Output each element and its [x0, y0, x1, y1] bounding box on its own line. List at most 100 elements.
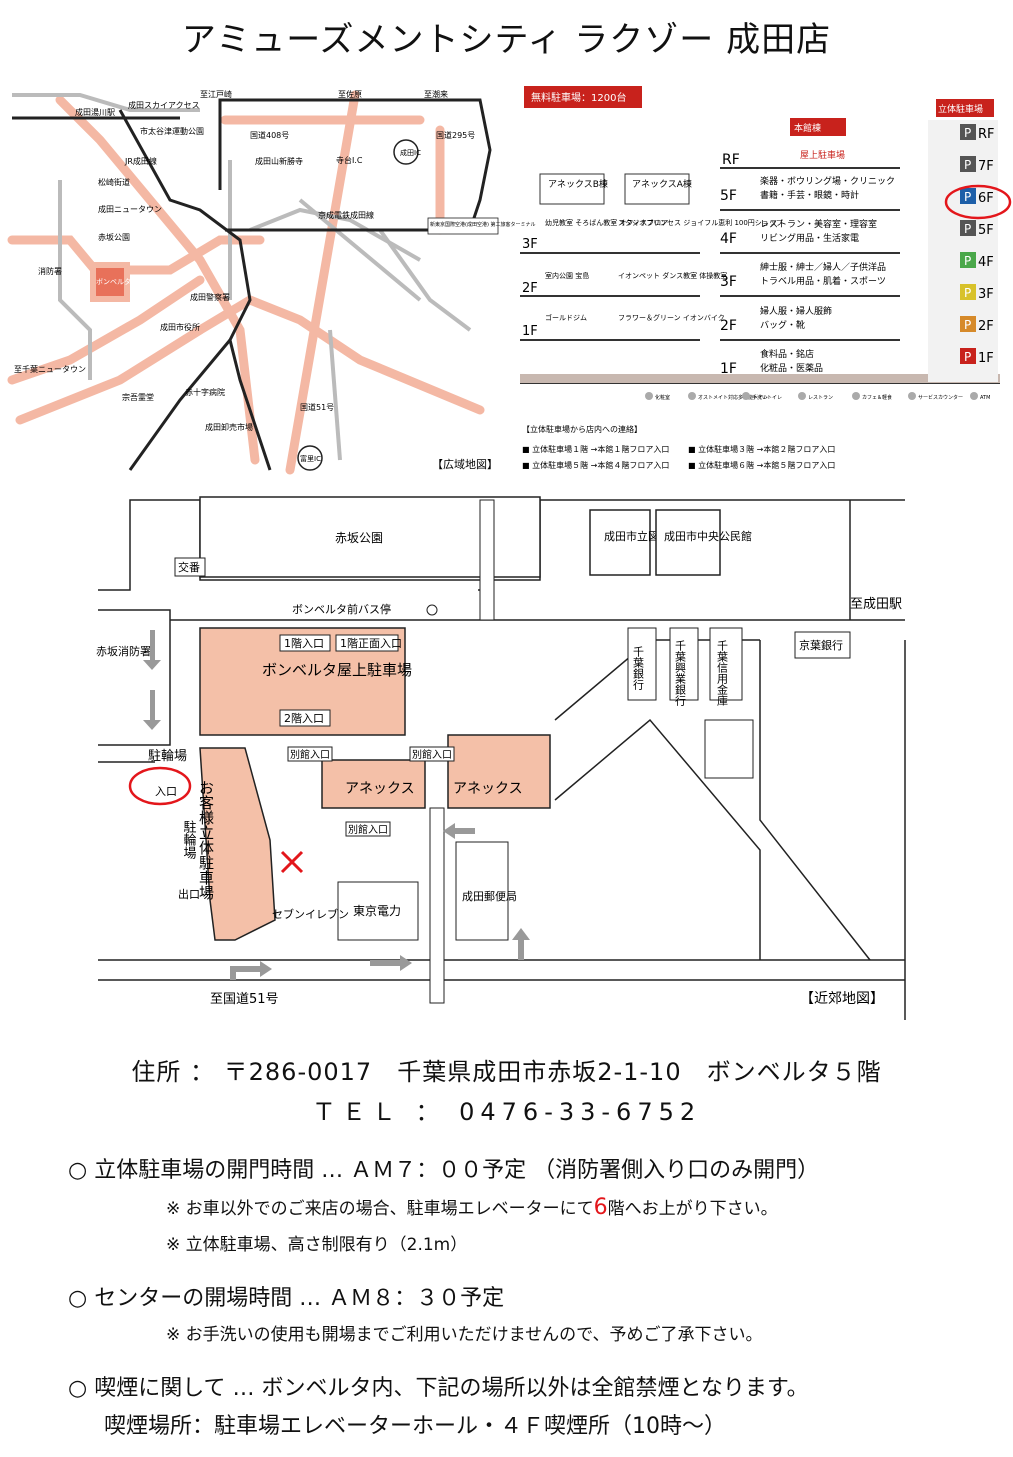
links-title: 【立体駐車場から店内への連絡】	[522, 424, 642, 434]
parking-p-7F	[960, 156, 976, 172]
link-2: ■ 立体駐車場５階 →本館４階フロア入口	[522, 460, 669, 470]
wide-map-legend: 【広域地図】	[432, 458, 498, 471]
honkan-label: 本館棟	[794, 122, 821, 134]
wide-label-matsudo: 松崎街道	[98, 177, 130, 187]
wide-label-shiyakusho: 成田市役所	[160, 322, 200, 332]
parking-p-1F	[960, 348, 976, 364]
near-tepco: 東京電力	[353, 904, 401, 918]
note-toilet: ※ お手洗いの使用も開場までご利用いただけませんので、予めご了承下さい。	[166, 1325, 763, 1345]
near-annex1: アネックス	[345, 781, 415, 797]
legend-icon-6	[970, 392, 978, 400]
highlight-6f-circle	[944, 184, 1012, 220]
wide-label-airport-terminal: 新東京国際空港(成田空港) 第二旅客ターミナル	[430, 221, 536, 228]
annex-b-floor-3: 3F	[522, 237, 538, 252]
center-open-line: ○ センターの開場時間 … ＡＭ８：３０予定	[68, 1286, 505, 1311]
parking-floor-RF: RF	[978, 127, 995, 142]
near-bike-parking-v: 駐輪場	[181, 820, 197, 859]
near-annex2: アネックス	[453, 781, 523, 797]
near-shobo: 赤坂消防署	[96, 644, 151, 658]
link-3: ■ 立体駐車場３階 →本館２階フロア入口	[688, 444, 835, 454]
near-annex-entrance1: 別館入口	[290, 748, 330, 761]
wide-label-sekijuji: 赤十字病院	[185, 387, 225, 397]
wide-label-tomisato: 富里IC	[300, 454, 321, 463]
legend-text-0: 化粧室	[655, 394, 670, 401]
parking-floor-4F: 4F	[978, 255, 994, 270]
honkan-floor-3F: 3F	[720, 274, 737, 290]
rittai-label: 立体駐車場	[938, 103, 983, 115]
near-to-station: 至成田駅	[850, 597, 902, 612]
near-parking: お客様立体駐車場	[197, 780, 215, 900]
honkan-text-2F-1: バッグ・靴	[760, 319, 805, 331]
annex-b-text-3: 幼児教室 そろばん教室 オフィスフロア	[545, 218, 668, 227]
honkan-floor-4F: 4F	[720, 231, 737, 247]
near-entrance1: 1階入口	[284, 636, 324, 650]
annex-b-floor-2: 2F	[522, 281, 538, 296]
wide-label-akasaka-park: 赤坂公園	[98, 232, 130, 242]
wide-label-oroshi: 成田卸売市場	[205, 422, 253, 432]
link-1: ■ 立体駐車場１階 →本館１階フロア入口	[522, 444, 669, 454]
wide-label-r295: 国道295号	[436, 130, 475, 140]
wide-label-r408: 国道408号	[250, 130, 289, 140]
annex-b-text-2: 室内公園 宝島	[545, 271, 589, 280]
legend-icon-4	[852, 392, 860, 400]
honkan-floor-5F: 5F	[720, 188, 737, 204]
parking-open-line: ○ 立体駐車場の開門時間 … ＡＭ７：００予定 （消防署側入り口のみ開門）	[68, 1158, 820, 1183]
entry-highlight-circle	[128, 766, 192, 806]
parking-p-RF	[960, 124, 976, 140]
legend-text-5: サービスカウンター	[918, 394, 963, 401]
parking-badge: 無料駐車場：1200台	[531, 91, 626, 104]
near-exit: 出口	[178, 887, 200, 901]
roof-parking-label: 屋上駐車場	[800, 149, 845, 161]
closed-x-mark	[280, 850, 304, 874]
legend-text-1: オストメイト対応多機能トイレ	[698, 394, 768, 401]
bonberuta-marker	[96, 268, 124, 296]
near-map: 赤坂公園 成田市立図書館 成田市中央公民館 交番 至成田駅 ボンベルタ前バス停 …	[96, 496, 906, 1020]
near-koban: 交番	[178, 560, 200, 574]
telephone: ＴＥＬ ： 0476-33-6752	[311, 1098, 702, 1126]
annex-a-text-1: フラワー＆グリーン イオンバイク	[618, 313, 725, 322]
legend-icon-2	[742, 392, 750, 400]
honkan-text-4F-1: リビング用品・生活家電	[760, 232, 859, 244]
honkan-text-3F-1: トラベル用品・肌着・スポーツ	[760, 275, 886, 287]
legend-text-6: ATM	[980, 395, 990, 401]
honkan-text-2F-0: 婦人服・婦人服飾	[760, 305, 832, 317]
parking-p-glyph-6F: P	[964, 190, 971, 204]
address: 住所 ： 〒286-0017 千葉県成田市赤坂2-1-10 ボンベルタ５階	[131, 1058, 882, 1086]
wide-label-jr: JR成田線	[124, 156, 157, 166]
wide-map: ボンベルタ 至江戸崎 成田スカイアクセス 成田湯川駅 市太谷津運動公園 JR成田…	[7, 88, 536, 476]
parking-floor-5F: 5F	[978, 223, 994, 238]
honkan-text-1F-0: 食料品・銘店	[760, 348, 814, 360]
annex-b-label: アネックスB棟	[548, 178, 608, 190]
note-elevator-floor: 6	[593, 1195, 608, 1220]
wide-label-teradai: 寺台I.C	[336, 155, 363, 165]
note-elevator: ※ お車以外でのご来店の場合、駐車場エレベーターにて6階へお上がり下さい。	[166, 1194, 778, 1220]
near-chiba-kogyo: 千葉興業銀行	[674, 640, 687, 707]
parking-p-glyph-5F: P	[964, 222, 971, 236]
parking-p-glyph-7F: P	[964, 158, 971, 172]
near-to-r51: 至国道51号	[210, 992, 279, 1007]
near-roof: ボンベルタ屋上駐車場	[262, 661, 412, 679]
annex-a-text-3: スタジオプリンセス ジョイフル恵利 100円ショップ	[618, 218, 783, 227]
near-entrance2: 2階入口	[284, 711, 324, 725]
honkan-text-5F-1: 書籍・手芸・眼鏡・時計	[760, 189, 859, 201]
legend-icon-5	[908, 392, 916, 400]
legend-text-2: 手洗いトイレ	[752, 394, 782, 401]
near-annex-entrance2: 別館入口	[412, 748, 452, 761]
wide-label-bonberuta: ボンベルタ	[96, 277, 131, 286]
parking-p-glyph-3F: P	[964, 286, 971, 300]
wide-label-keisatsu: 成田警察署	[190, 292, 230, 302]
page-title: アミューズメントシティ ラクゾー 成田店	[181, 20, 832, 60]
link-4: ■ 立体駐車場６階 →本館５階フロア入口	[688, 460, 835, 470]
legend-icon-0	[645, 392, 653, 400]
wide-label-soshu: 宗吾霊堂	[122, 392, 154, 402]
wide-label-sanmu: 成田山新勝寺	[255, 156, 303, 166]
parking-p-3F	[960, 284, 976, 300]
parking-p-5F	[960, 220, 976, 236]
wide-label-r51: 国道51号	[300, 402, 334, 412]
wide-label-edo: 至江戸崎	[200, 89, 232, 99]
parking-floor-7F: 7F	[978, 159, 994, 174]
honkan-text-3F-0: 紳士服・紳士／婦人／子供洋品	[760, 261, 886, 273]
legend-text-4: カフェ＆軽食	[862, 394, 892, 401]
wide-label-narita-yu: 成田湯川駅	[75, 107, 115, 117]
